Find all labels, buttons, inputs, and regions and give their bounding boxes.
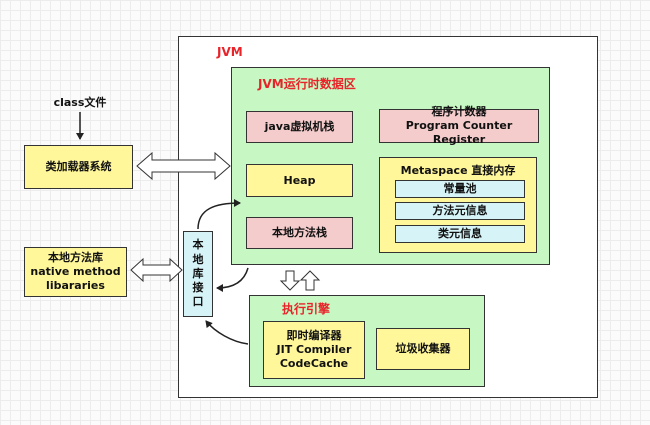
native-lib-interface-double-arrow [130, 257, 183, 283]
native-interface-char: 地 [192, 252, 204, 266]
exec-to-interface-arrow [205, 320, 249, 345]
class-loader-label: 类加载器系统 [45, 160, 112, 174]
pc-register-line1: 程序计数器 [431, 105, 487, 119]
java-stack-box: java虚拟机栈 [246, 111, 353, 143]
metaspace-title: Metaspace 直接内存 [400, 164, 516, 177]
native-interface-char: 库 [192, 266, 204, 280]
metaspace-item-method-meta: 方法元信息 [395, 202, 525, 220]
jit-line1: 即时编译器 [286, 329, 342, 343]
runtime-exec-up-arrow [299, 270, 321, 291]
native-stack-label: 本地方法栈 [272, 226, 327, 240]
execution-engine-title: 执行引擎 [282, 302, 331, 316]
heap-label: Heap [283, 173, 316, 187]
native-interface-box: 本 地 库 接 口 [183, 231, 213, 317]
heap-box: Heap [246, 164, 353, 197]
metaspace-item-label: 方法元信息 [432, 204, 488, 218]
native-library-line3: libararies [46, 278, 105, 292]
class-file-label: class文件 [53, 96, 107, 109]
metaspace-item-label: 常量池 [443, 182, 477, 196]
metaspace-item-class-meta: 类元信息 [395, 225, 525, 243]
metaspace-item-constant-pool: 常量池 [395, 180, 525, 198]
jit-compiler-box: 即时编译器 JIT Compiler CodeCache [263, 321, 365, 379]
jit-line2: JIT Compiler [276, 343, 352, 357]
metaspace-item-label: 类元信息 [438, 227, 482, 241]
runtime-exec-down-arrow [279, 270, 301, 291]
garbage-collector-label: 垃圾收集器 [395, 342, 451, 356]
native-interface-char: 接 [192, 281, 204, 295]
native-stack-box: 本地方法栈 [246, 217, 353, 249]
jvm-label: JVM [217, 45, 243, 59]
native-library-line1: 本地方法库 [48, 251, 103, 265]
runtime-to-interface-arrow [216, 267, 249, 292]
pc-register-line2: Program Counter Register [405, 119, 513, 146]
native-interface-char: 口 [192, 295, 204, 309]
native-library-line2: native method [30, 265, 121, 279]
native-library-box: 本地方法库 native method libararies [24, 247, 127, 297]
java-stack-label: java虚拟机栈 [264, 120, 335, 134]
class-loader-box: 类加载器系统 [24, 145, 133, 189]
runtime-data-area-title: JVM运行时数据区 [258, 77, 356, 91]
pc-register-box: 程序计数器 Program Counter Register [379, 105, 539, 146]
jit-line3: CodeCache [279, 356, 349, 370]
loader-runtime-double-arrow [136, 151, 231, 181]
native-interface-char: 本 [192, 238, 204, 252]
garbage-collector-box: 垃圾收集器 [376, 328, 470, 370]
interface-to-native-stack-arrow [197, 199, 241, 230]
